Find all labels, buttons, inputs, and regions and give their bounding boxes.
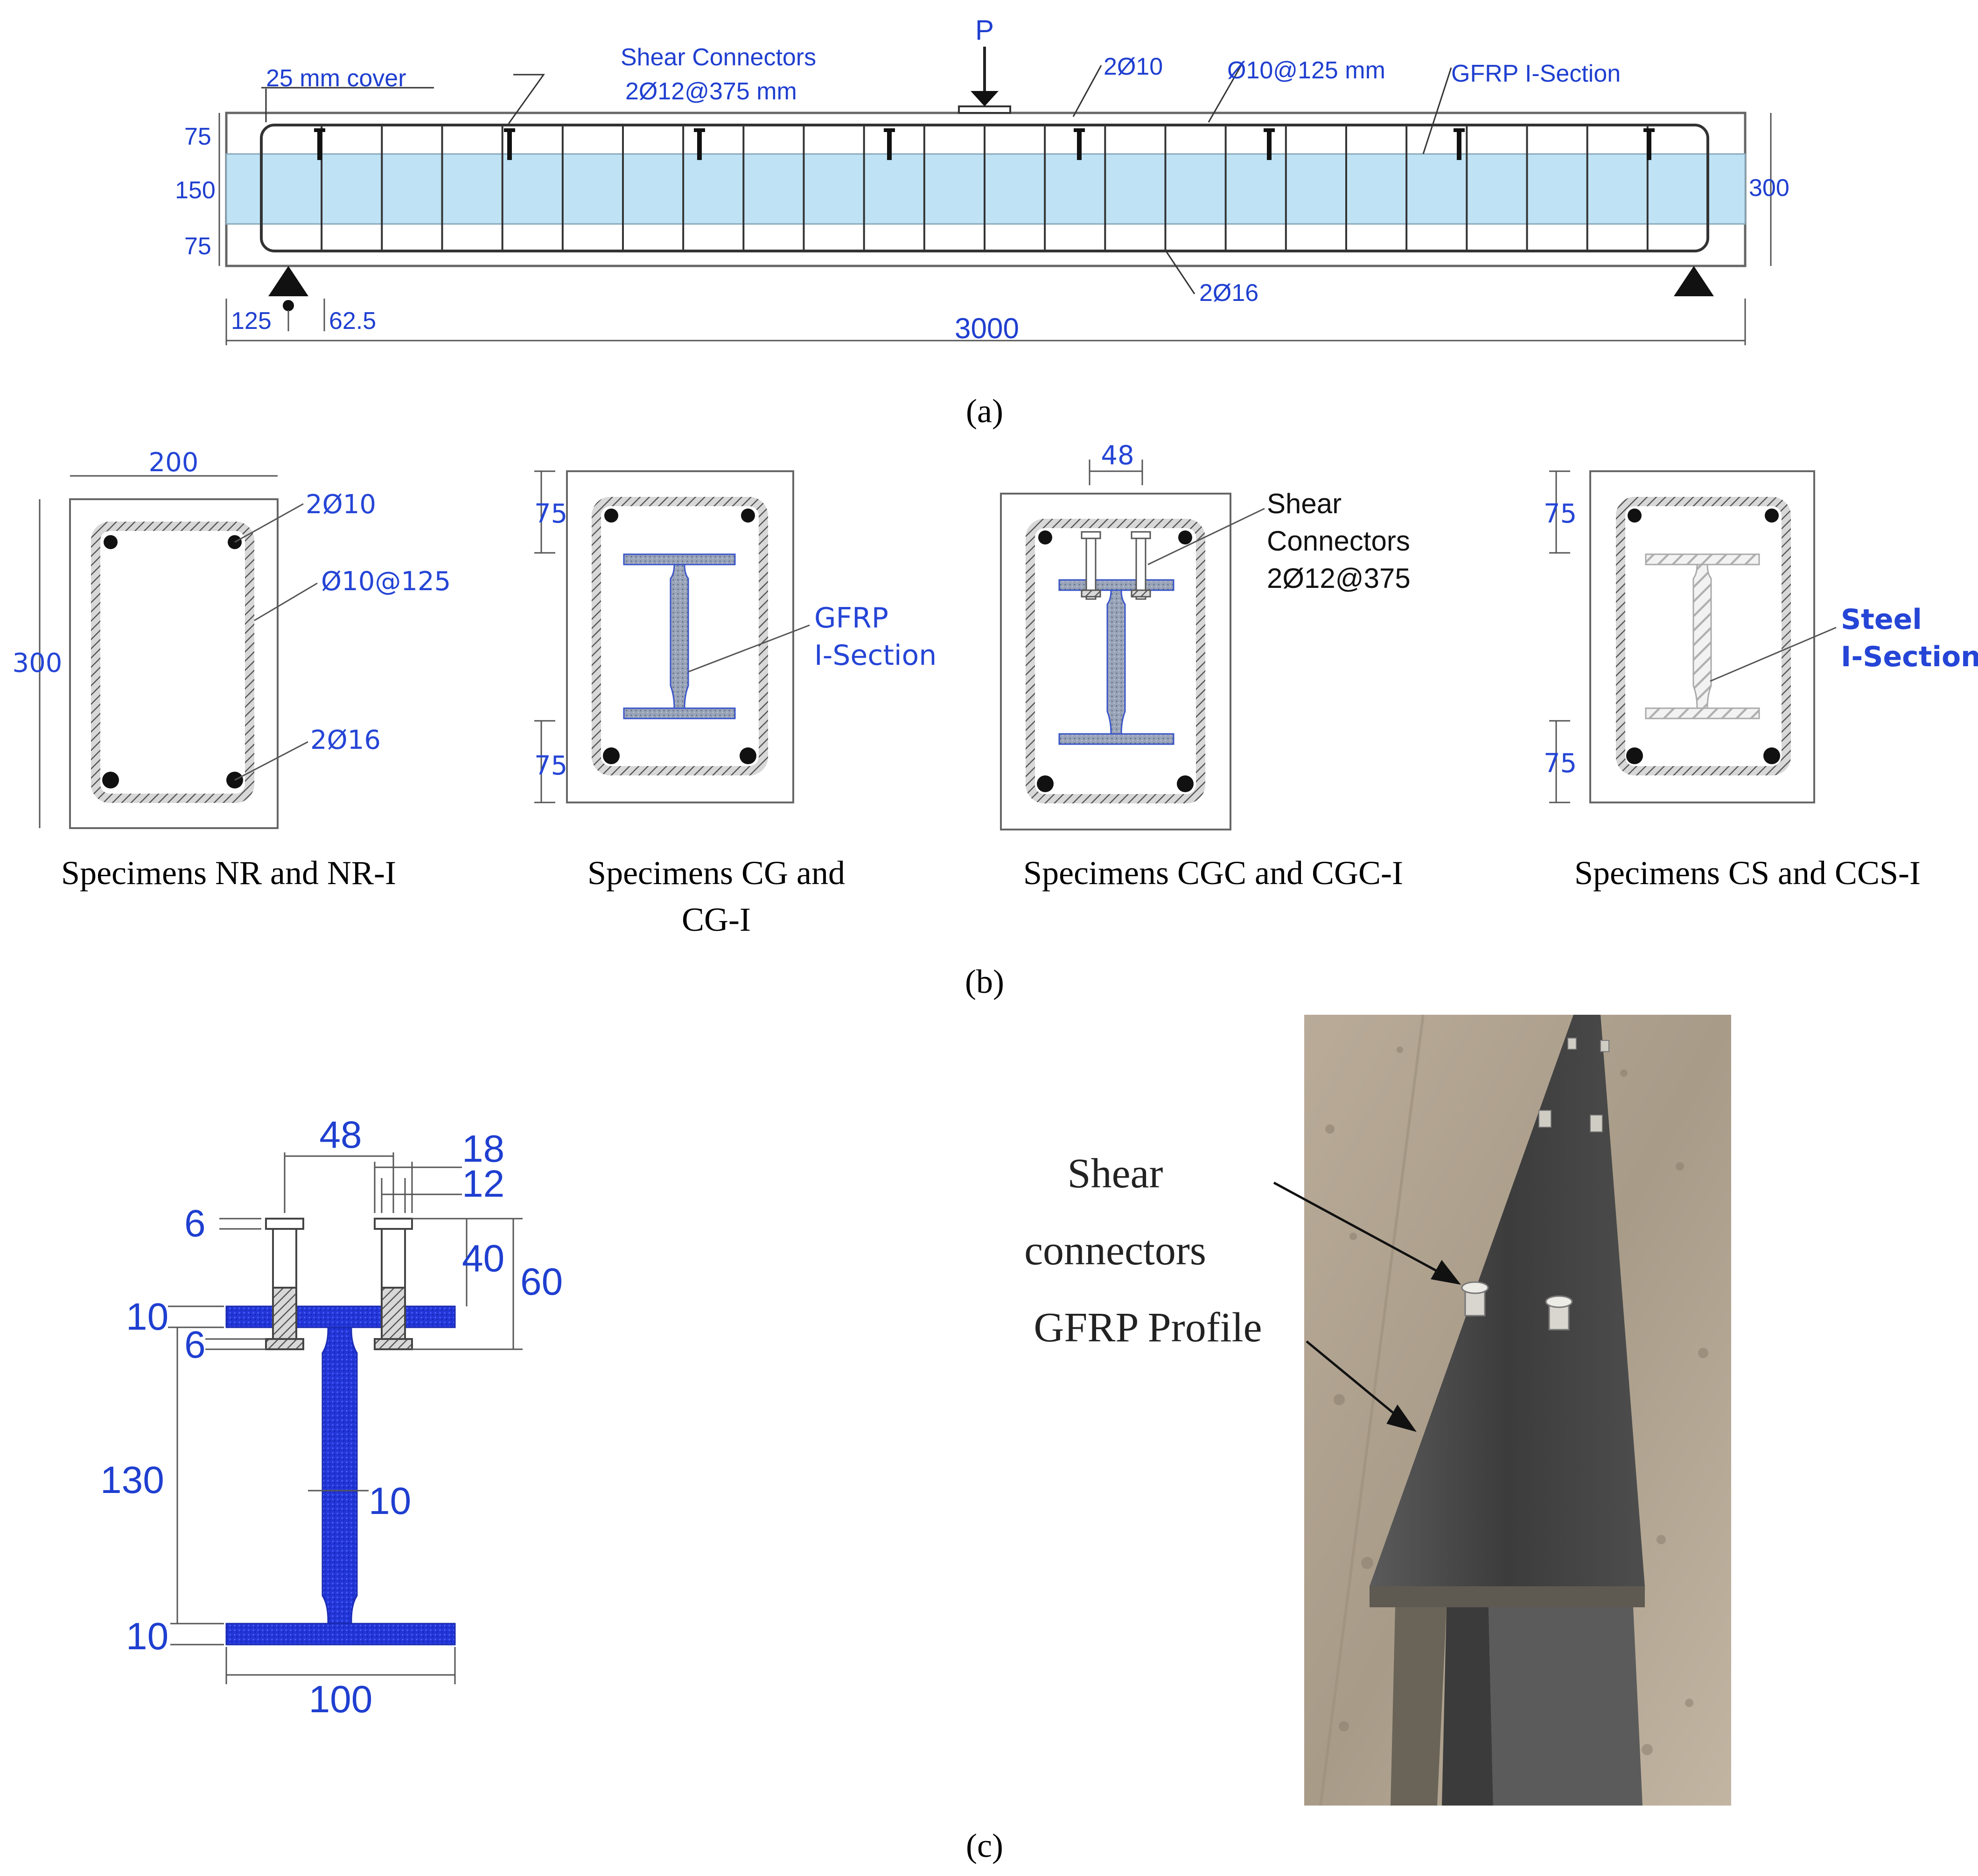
nr-concrete	[69, 498, 279, 829]
gfrp-label: GFRP I-Section	[1451, 60, 1621, 87]
load-arrow-head	[971, 91, 999, 106]
dim-75-bot: 75	[184, 233, 211, 260]
caption-b: (b)	[965, 963, 1004, 1000]
nr-top-bars: 2Ø10	[306, 489, 376, 520]
cg-caption-1: Specimens CG and	[587, 854, 845, 892]
shear-connector	[884, 128, 895, 160]
photo-beam-right	[1489, 1607, 1643, 1806]
section-cs: 75 75 Steel I-Section Specimens CS and C…	[1544, 470, 1978, 892]
detail-d12: 12	[462, 1163, 504, 1205]
photo-bolts	[1461, 1038, 1609, 1331]
load-plate	[958, 105, 1011, 114]
shear-connector	[1643, 128, 1655, 160]
photo-label-1: Shear	[1068, 1151, 1163, 1197]
detail-d10-bottom: 10	[126, 1615, 168, 1658]
nr-height: 300	[13, 648, 63, 678]
cgc-bolts	[1081, 531, 1151, 600]
dim-62-5: 62.5	[329, 307, 376, 335]
panel-a-beam-elevation: P 25 mm cover Shear Connectors 2Ø12@375 …	[175, 14, 1789, 345]
cgc-label-2: Connectors	[1267, 525, 1410, 557]
gfrp-band	[225, 153, 1746, 225]
cs-caption: Specimens CS and CCS-I	[1574, 854, 1921, 892]
shear-connector	[1264, 128, 1275, 160]
cgc-dim: 48	[1101, 440, 1134, 471]
dim-300: 300	[1749, 174, 1789, 202]
cgc-label-1: Shear	[1267, 488, 1342, 519]
section-cgc: 48 Shear Connectors 2Ø12@375 Specimens C…	[1000, 440, 1411, 892]
detail-d60: 60	[520, 1261, 563, 1303]
panel-c-i-section-detail: 48 18 12 6 40 60 10 6 130 10 10 100	[100, 1114, 563, 1721]
shear-connectors-title: Shear Connectors	[621, 44, 816, 71]
detail-d10-flange: 10	[126, 1296, 168, 1338]
top-bars-label: 2Ø10	[1104, 53, 1163, 80]
cs-steel-i-section	[1645, 553, 1760, 719]
cg-label-1: GFRP	[814, 602, 888, 635]
cs-stirrup	[1616, 497, 1791, 775]
shear-connectors	[314, 128, 1655, 160]
nr-bottom-bars: 2Ø16	[310, 725, 381, 755]
cs-label-1: Steel	[1841, 603, 1922, 636]
photo-label-2: connectors	[1024, 1227, 1206, 1274]
photo-arrows	[1273, 1181, 1461, 1432]
cs-label-2: I-Section	[1841, 641, 1978, 673]
cover-label: 25 mm cover	[266, 65, 406, 92]
nr-stirrup	[91, 522, 254, 803]
section-cg: 75 75 GFRP I-Section Specimens CG and CG…	[534, 470, 937, 938]
detail-d10-web: 10	[369, 1480, 411, 1522]
leader-lines	[261, 65, 1452, 294]
shear-connector	[504, 128, 515, 160]
shear-connector	[314, 128, 325, 160]
right-support	[1674, 266, 1714, 296]
photo-beam-flange-edge	[1370, 1586, 1645, 1607]
load-label: P	[975, 14, 994, 46]
photo-label-3: GFRP Profile	[1034, 1304, 1262, 1351]
panel-c-photo	[1273, 1014, 1731, 1806]
stirrups	[321, 125, 1649, 251]
detail-gfrp-i-section	[225, 1305, 456, 1646]
dim-3000: 3000	[955, 313, 1019, 345]
photo-beam-flange	[1370, 1015, 1645, 1586]
detail-d18: 18	[462, 1128, 504, 1170]
cs-dim-bot: 75	[1544, 748, 1577, 779]
cs-dim-top: 75	[1544, 499, 1577, 529]
left-support	[268, 266, 308, 296]
dim-150: 150	[175, 177, 216, 204]
section-nr: 200 300 2Ø10 Ø10@125 2Ø16 Specimens NR a…	[13, 447, 451, 892]
detail-d6-bot: 6	[184, 1324, 206, 1366]
cgc-stirrup	[1026, 519, 1205, 803]
cgc-caption: Specimens CGC and CGC-I	[1023, 854, 1403, 892]
detail-d130: 130	[100, 1459, 164, 1501]
photo-beam-web	[1442, 1607, 1493, 1806]
nr-stirrups: Ø10@125	[321, 566, 451, 597]
detail-d40: 40	[462, 1237, 504, 1280]
stirrups-label: Ø10@125 mm	[1227, 57, 1385, 84]
photo-beam-web-shadow	[1391, 1607, 1447, 1806]
detail-d48: 48	[319, 1114, 362, 1156]
bottom-bars-label: 2Ø16	[1199, 279, 1258, 307]
dim-75-top: 75	[184, 123, 211, 150]
nr-caption: Specimens NR and NR-I	[61, 854, 396, 892]
dim-125: 125	[231, 307, 272, 335]
caption-a: (a)	[966, 392, 1003, 430]
shear-connectors-spec: 2Ø12@375 mm	[625, 78, 797, 105]
shear-connector	[1454, 128, 1465, 160]
cg-dim-top: 75	[534, 499, 567, 529]
shear-connector	[694, 128, 705, 160]
caption-c: (c)	[966, 1827, 1003, 1864]
detail-dim-lines	[168, 1152, 523, 1684]
cg-stirrup	[592, 497, 768, 775]
photo-floor-texture	[1325, 1046, 1708, 1755]
cg-label-2: I-Section	[814, 639, 937, 672]
left-support-pin	[283, 300, 294, 311]
nr-width: 200	[149, 447, 199, 478]
cg-caption-2: CG-I	[682, 901, 751, 938]
detail-d100: 100	[309, 1678, 373, 1721]
cgc-label-3: 2Ø12@375	[1267, 563, 1411, 594]
detail-d6-top: 6	[184, 1202, 206, 1245]
shear-connector	[1074, 128, 1085, 160]
cg-dim-bot: 75	[534, 751, 567, 781]
cg-gfrp-i-section	[623, 553, 736, 719]
